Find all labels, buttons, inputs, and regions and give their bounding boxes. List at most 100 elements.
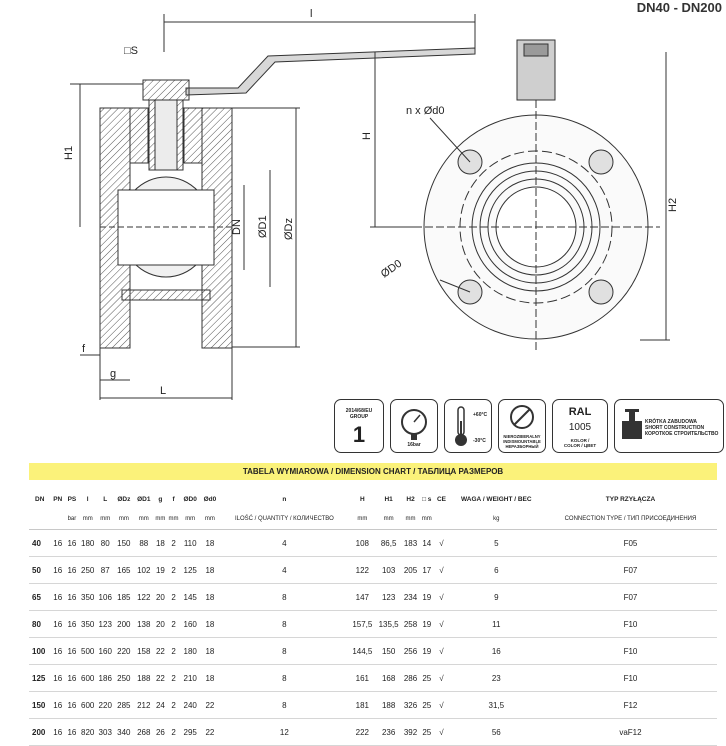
table-cell: 258 <box>401 610 420 638</box>
table-cell: 18 <box>200 583 220 611</box>
table-cell: 16 <box>64 718 79 746</box>
table-cell: 16 <box>50 529 65 557</box>
table-cell: 122 <box>133 583 154 611</box>
table-cell: 234 <box>401 583 420 611</box>
table-cell: √ <box>434 610 449 638</box>
color-line2: COLOR / ЦВЕТ <box>563 443 597 448</box>
table-cell: 600 <box>78 691 97 719</box>
table-cell: 18 <box>200 610 220 638</box>
table-cell: 150 <box>29 691 51 719</box>
table-cell: 23 <box>448 664 544 692</box>
table-cell: 122 <box>349 556 376 584</box>
table-cell: 286 <box>401 664 420 692</box>
table-cell: 185 <box>114 583 134 611</box>
column-header: f <box>172 495 175 503</box>
table-cell: 180 <box>78 529 97 557</box>
unit-cell: mm <box>401 509 420 530</box>
color-line1: KOLOR / <box>570 438 590 443</box>
table-cell: 16 <box>50 556 65 584</box>
table-cell: 18 <box>200 556 220 584</box>
table-cell: 103 <box>375 556 402 584</box>
unit-cell: mm <box>133 509 154 530</box>
table-cell: 135,5 <box>375 610 402 638</box>
dim-dn-label: DN <box>231 219 243 235</box>
unit-cell: CONNECTION TYPE / ТИП ПРИСОЕДИНЕНИЯ <box>543 509 717 530</box>
table-cell: √ <box>434 583 449 611</box>
thermometer-icon <box>455 406 467 446</box>
table-cell: 16 <box>448 637 544 665</box>
table-cell: 2 <box>166 664 181 692</box>
ral-label: RAL <box>568 406 592 418</box>
column-header: H1 <box>384 495 393 503</box>
unit-cell: mm <box>153 509 167 530</box>
nondismountable-line3: НЕРАЗБОРНЫЙ <box>505 444 539 449</box>
table-cell: 212 <box>133 691 154 719</box>
unit-cell: mm <box>96 509 114 530</box>
table-cell: 326 <box>401 691 420 719</box>
unit-cell: mm <box>419 509 435 530</box>
nondismountable-line1: NIEROZBIERALNY <box>503 434 541 439</box>
table-cell: 16 <box>64 583 79 611</box>
short-line3: КОРОТКОЕ СТРОИТЕЛЬСТВО <box>645 431 719 437</box>
dim-h-label: H <box>361 132 373 140</box>
table-cell: F10 <box>543 610 717 638</box>
column-header: H2 <box>406 495 415 503</box>
dim-bigl-label: L <box>160 385 166 397</box>
column-header: □ s <box>422 495 432 503</box>
table-cell: 145 <box>180 583 201 611</box>
table-cell: 125 <box>29 664 51 692</box>
table-cell: 18 <box>200 664 220 692</box>
table-cell: 222 <box>349 718 376 746</box>
table-cell: 88 <box>133 529 154 557</box>
unit-cell <box>29 509 51 530</box>
unit-cell: mm <box>200 509 220 530</box>
table-cell: 18 <box>200 529 220 557</box>
column-header: ØD0 <box>183 495 197 503</box>
table-cell: 188 <box>133 664 154 692</box>
table-cell: 16 <box>50 691 65 719</box>
table-cell: 20 <box>153 610 167 638</box>
dim-dz-label: ØDz <box>283 218 295 240</box>
table-cell: √ <box>434 529 449 557</box>
table-cell: 125 <box>180 556 201 584</box>
table-cell: 65 <box>29 583 51 611</box>
directive-line1: 2014/68/EU <box>345 408 373 414</box>
table-cell: 210 <box>180 664 201 692</box>
pressure-badge: 16bar <box>390 399 438 453</box>
column-header: L <box>103 495 108 503</box>
dim-l-label: l <box>310 8 312 20</box>
temperature-max: +60°C <box>473 412 488 418</box>
table-cell: 19 <box>153 556 167 584</box>
table-cell: 22 <box>200 691 220 719</box>
table-cell: 12 <box>219 718 350 746</box>
table-cell: 102 <box>133 556 154 584</box>
table-cell: 295 <box>180 718 201 746</box>
table-cell: 87 <box>96 556 114 584</box>
column-header: Ød0 <box>203 495 217 503</box>
table-cell: 18 <box>153 529 167 557</box>
table-cell: 205 <box>401 556 420 584</box>
column-header: DN <box>35 495 45 503</box>
column-header: TYP RZYŁĄCZA <box>605 495 656 503</box>
nondismountable-line2: INDISMOUNTABLE <box>503 439 541 444</box>
table-cell: 16 <box>50 718 65 746</box>
table-cell: 220 <box>114 637 134 665</box>
ral-code: 1005 <box>568 422 592 433</box>
table-cell: 22 <box>153 637 167 665</box>
table-cell: 5 <box>448 529 544 557</box>
table-cell: 110 <box>180 529 201 557</box>
unit-cell <box>434 509 449 530</box>
column-header: ØDz <box>117 495 131 503</box>
table-cell: 500 <box>78 637 97 665</box>
temperature-min: -30°C <box>473 438 486 444</box>
table-cell: 188 <box>375 691 402 719</box>
page-title: DN40 - DN200 <box>636 0 722 15</box>
